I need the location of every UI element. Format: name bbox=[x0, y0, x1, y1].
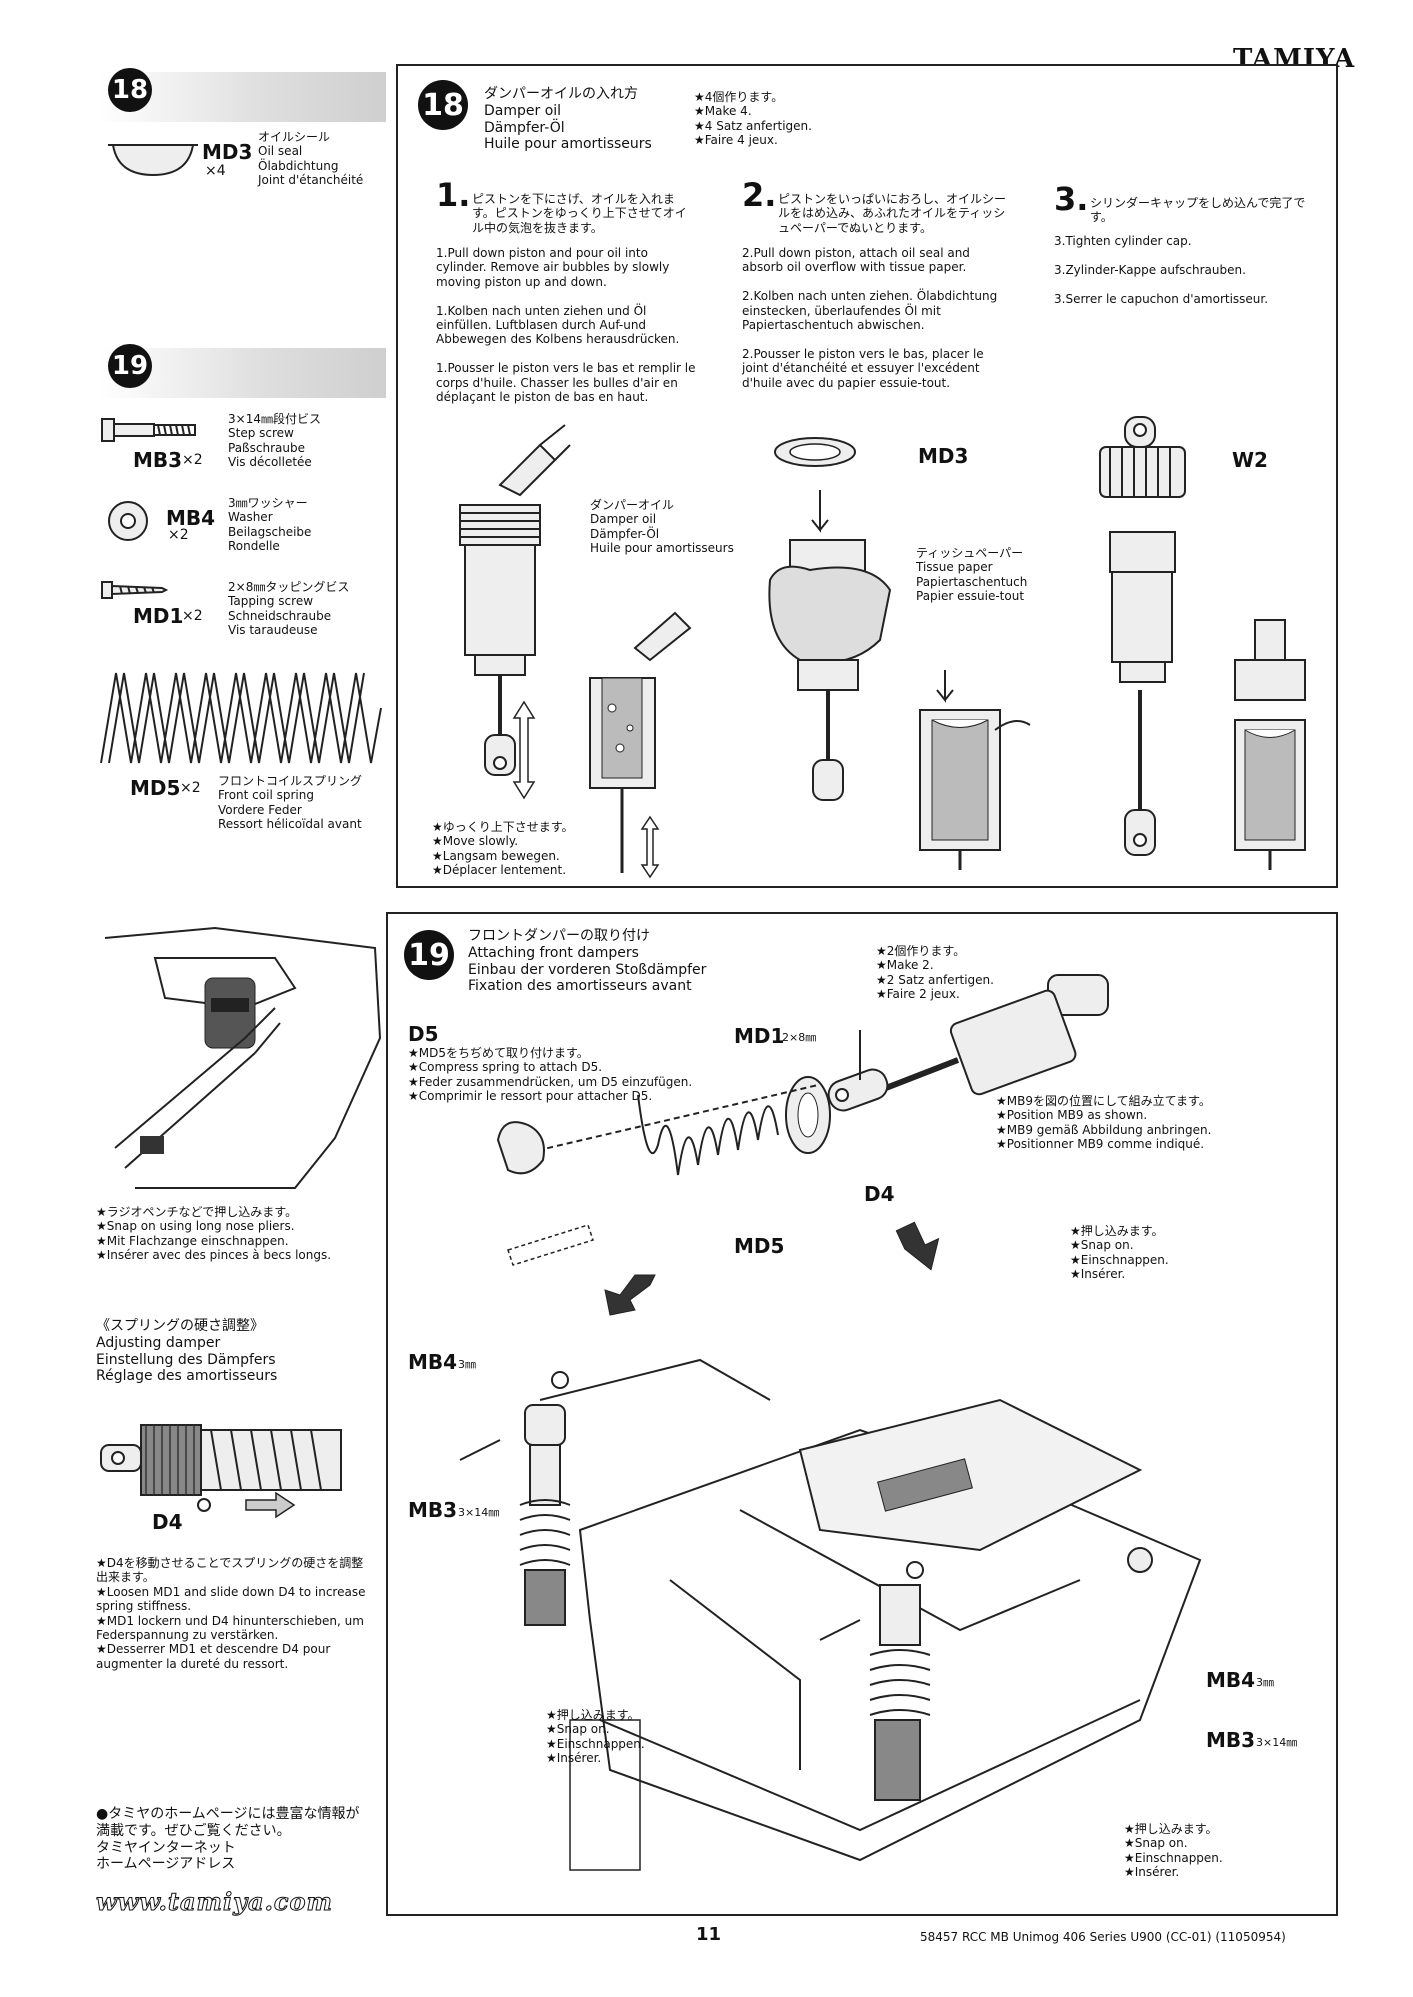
md1-step19-label: MD1 bbox=[734, 1024, 785, 1048]
md5-qty: ×2 bbox=[180, 780, 201, 796]
pliers-illustration bbox=[104, 926, 382, 1189]
mb3-left-size: 3×14㎜ bbox=[458, 1506, 500, 1519]
md3-names: オイルシール Oil seal Ölabdichtung Joint d'éta… bbox=[258, 130, 364, 188]
adjust-damper-illustration bbox=[100, 1424, 342, 1519]
step18-number: 18 bbox=[418, 80, 468, 130]
mb4-code: MB4 bbox=[166, 506, 216, 530]
website-url[interactable]: www.tamiya.com bbox=[96, 1887, 333, 1917]
mb3-right-size: 3×14㎜ bbox=[1256, 1736, 1298, 1749]
snap-on-note-2: ★押し込みます。 ★Snap on. ★Einschnappen. ★Insér… bbox=[546, 1708, 645, 1766]
tissue-paper-label: ティッシュペーパー Tissue paper Papiertaschentuch… bbox=[916, 546, 1028, 604]
adjust-damper-title: 《スプリングの硬さ調整》 Adjusting damper Einstellun… bbox=[96, 1318, 278, 1385]
mb4-qty: ×2 bbox=[168, 527, 189, 543]
d5-label: D5 bbox=[408, 1022, 439, 1046]
step18-1-text: 1.Pull down piston and pour oil into cyl… bbox=[436, 246, 696, 404]
snap-on-note-3: ★押し込みます。 ★Snap on. ★Einschnappen. ★Insér… bbox=[1124, 1822, 1223, 1880]
md3-step2-label: MD3 bbox=[918, 444, 969, 468]
md3-qty: ×4 bbox=[205, 163, 226, 179]
md5-code: MD5 bbox=[130, 776, 181, 800]
snap-on-note-1: ★押し込みます。 ★Snap on. ★Einschnappen. ★Insér… bbox=[1070, 1224, 1169, 1282]
washer-icon bbox=[108, 501, 148, 541]
md5-names: フロントコイルスプリング Front coil spring Vordere F… bbox=[218, 774, 363, 832]
up-down-arrow-small-icon bbox=[640, 815, 660, 879]
md1-code: MD1 bbox=[133, 604, 184, 628]
website-note: ●タミヤのホームページには豊富な情報が満載です。ぜひご覧ください。 タミヤインタ… bbox=[96, 1806, 360, 1873]
mb4-right-size: 3㎜ bbox=[1256, 1676, 1274, 1689]
piston-rod-illustration bbox=[1124, 690, 1156, 856]
md1-names: 2×8㎜タッピングビス Tapping screw Schneidschraub… bbox=[228, 580, 350, 638]
oil-seal-icon bbox=[108, 144, 198, 177]
mb4-names: 3㎜ワッシャー Washer Beilagscheibe Rondelle bbox=[228, 496, 312, 554]
step19-title: フロントダンパーの取り付け Attaching front dampers Ei… bbox=[468, 928, 707, 995]
step19-parts-number: 19 bbox=[108, 344, 152, 388]
up-down-arrow-icon bbox=[512, 700, 536, 800]
step18-1-number: 1. bbox=[436, 176, 471, 214]
mb4-left-size: 3㎜ bbox=[458, 1358, 476, 1371]
step18-make: ★4個作ります。 ★Make 4. ★4 Satz anfertigen. ★F… bbox=[694, 90, 812, 148]
damper-exploded-illustration bbox=[496, 974, 1109, 1266]
md3-code: MD3 bbox=[202, 140, 253, 164]
oil-seal-step2-icon bbox=[774, 437, 856, 467]
adjust-damper-note: ★D4を移動させることでスプリングの硬さを調整出来ます。 ★Loosen MD1… bbox=[96, 1556, 366, 1671]
step18-3-jp: シリンダーキャップをしめ込んで完了です。 bbox=[1090, 196, 1306, 225]
d4-step19-label: D4 bbox=[864, 1182, 895, 1206]
step18-3-text: 3.Tighten cylinder cap. 3.Zylinder-Kappe… bbox=[1054, 234, 1269, 306]
step18-2-number: 2. bbox=[742, 176, 777, 214]
mb3-right-label: MB3 bbox=[1206, 1728, 1256, 1752]
adjust-d4-label: D4 bbox=[152, 1510, 183, 1534]
step-screw-icon bbox=[101, 418, 196, 442]
tapping-screw-icon bbox=[101, 581, 169, 599]
step18-title: ダンパーオイルの入れ方 Damper oil Dämpfer-Öl Huile … bbox=[484, 86, 652, 153]
mb3-qty: ×2 bbox=[182, 452, 203, 468]
move-slowly-note: ★ゆっくり上下させます。 ★Move slowly. ★Langsam bewe… bbox=[432, 820, 574, 878]
damper-oil-label: ダンパーオイル Damper oil Dämpfer-Öl Huile pour… bbox=[590, 498, 734, 556]
pliers-snap-note: ★ラジオペンチなどで押し込みます。 ★Snap on using long no… bbox=[96, 1205, 332, 1263]
coil-spring-icon bbox=[100, 672, 382, 764]
step18-2-text: 2.Pull down piston, attach oil seal and … bbox=[742, 246, 998, 390]
md1-step19-size: 2×8㎜ bbox=[782, 1031, 817, 1044]
d5-note: ★MD5をちぢめて取り付けます。 ★Compress spring to att… bbox=[408, 1046, 693, 1104]
damper-pour-oil-illustration bbox=[459, 424, 571, 776]
page-number: 11 bbox=[696, 1924, 722, 1945]
step19-number: 19 bbox=[404, 930, 454, 980]
mb3-left-label: MB3 bbox=[408, 1498, 458, 1522]
mb3-code: MB3 bbox=[133, 448, 183, 472]
w2-label: W2 bbox=[1232, 448, 1268, 472]
mb3-names: 3×14㎜段付ビス Step screw Paßschraube Vis déc… bbox=[228, 412, 321, 470]
step18-3-number: 3. bbox=[1054, 180, 1089, 218]
damper-seal-section-illustration bbox=[919, 670, 1031, 870]
mb4-left-label: MB4 bbox=[408, 1350, 458, 1374]
mb4-right-label: MB4 bbox=[1206, 1668, 1256, 1692]
product-code: 58457 RCC MB Unimog 406 Series U900 (CC-… bbox=[920, 1930, 1286, 1944]
damper-tissue-illustration bbox=[768, 490, 892, 801]
md5-step19-label: MD5 bbox=[734, 1234, 785, 1258]
damper-cross-section-illustration bbox=[589, 611, 692, 873]
down-arrow-left-icon bbox=[604, 1274, 656, 1316]
damper-cap-illustration bbox=[1099, 416, 1186, 683]
down-arrow-right-icon bbox=[895, 1221, 940, 1271]
chassis-assembly-illustration bbox=[459, 1358, 1202, 1871]
step18-parts-number: 18 bbox=[108, 68, 152, 112]
step18-2-jp: ピストンをいっぱいにおろし、オイルシールをはめ込み、あふれたオイルをティッシュペ… bbox=[778, 192, 1007, 235]
step19-make: ★2個作ります。 ★Make 2. ★2 Satz anfertigen. ★F… bbox=[876, 944, 994, 1002]
mb9-note: ★MB9を図の位置にして組み立てます。 ★Position MB9 as sho… bbox=[996, 1094, 1212, 1152]
md1-qty: ×2 bbox=[182, 608, 203, 624]
step18-1-jp: ピストンを下にさげ、オイルを入れます。ピストンをゆっくり上下させてオイル中の気泡… bbox=[472, 192, 687, 235]
cap-section-illustration bbox=[1234, 619, 1306, 870]
